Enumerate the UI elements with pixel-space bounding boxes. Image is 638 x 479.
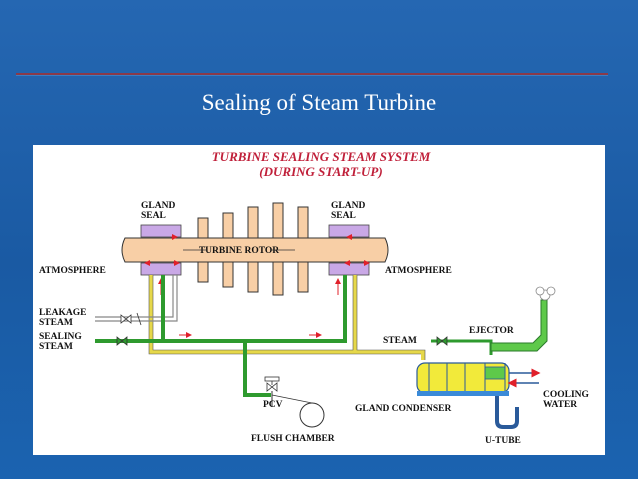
diagram-panel: TURBINE SEALING STEAM SYSTEM (DURING STA… [33,145,605,455]
u-tube [495,396,519,429]
leakage-steam-lines-outline [148,275,426,360]
header-rule-highlight [16,75,608,76]
steam-valve-icon [436,336,448,346]
slide-title: Sealing of Steam Turbine [201,90,437,115]
gland-seal-left-label-2: SEAL [141,211,166,221]
sealing-steam-lines [95,275,347,397]
gland-condenser [416,362,510,396]
pcv-valve-icon [264,376,280,392]
sealing-system-diagram: TURBINE SEALING STEAM SYSTEM (DURING STA… [39,149,590,446]
turbine-rotor [121,202,389,296]
header-rule [16,73,608,75]
leakage-steam-lines [149,275,425,360]
atmosphere-right-label: ATMOSPHERE [385,266,452,276]
ejector [490,286,556,352]
gland-seal-right-label-1: GLAND [331,201,365,211]
u-tube-label: U-TUBE [485,436,521,446]
gland-seal-left [140,224,182,276]
ejector-label: EJECTOR [469,326,514,336]
atmosphere-left-label: ATMOSPHERE [39,266,106,276]
diagram-subtitle: (DURING START-UP) [259,164,382,179]
diagram-title: TURBINE SEALING STEAM SYSTEM [212,149,431,164]
cooling-water-label-1: COOLING [543,390,590,400]
cooling-water-lines [507,368,541,388]
steam-label: STEAM [383,336,417,346]
sealing-steam-label-1: SEALING [39,332,82,342]
gland-seal-right [328,224,370,276]
cooling-water-label-2: WATER [543,400,577,410]
sealing-valve-icon [116,336,128,346]
rotor-label: TURBINE ROTOR [199,246,279,256]
leakage-steam-label-2: STEAM [39,318,73,328]
sealing-steam-label-2: STEAM [39,342,73,352]
gland-seal-left-label-1: GLAND [141,201,175,211]
gland-seal-right-label-2: SEAL [331,211,356,221]
leakage-steam-label-1: LEAKAGE [39,308,87,318]
flush-chamber-label: FLUSH CHAMBER [251,434,335,444]
pcv-label: PCV [263,400,283,410]
gland-condenser-label: GLAND CONDENSER [355,404,451,414]
flush-chamber [299,402,325,428]
leakage-valve-icon [120,312,142,326]
